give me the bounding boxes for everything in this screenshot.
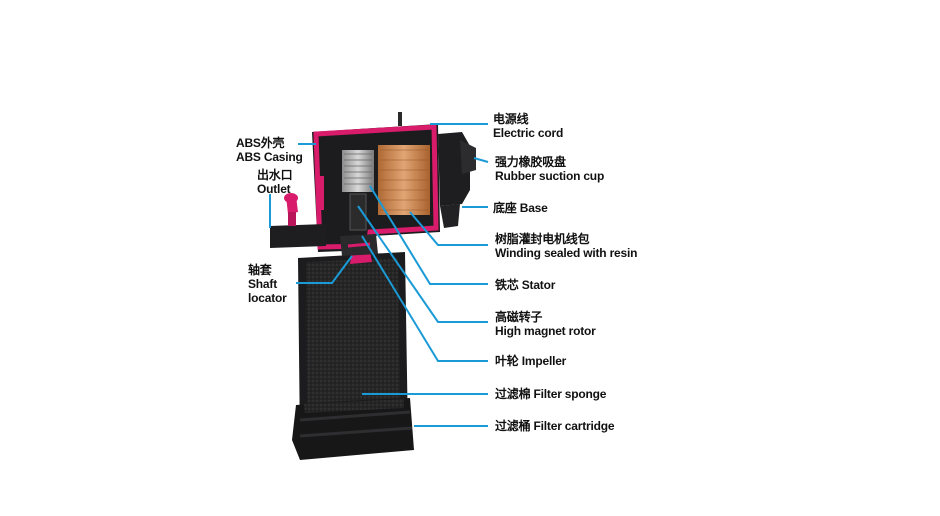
label-impeller: 叶轮 Impeller (495, 354, 566, 368)
label-filter-cartridge: 过滤桶 Filter cartridge (495, 419, 615, 433)
label-stator-text: 铁芯 Stator (495, 278, 556, 292)
label-abs-casing-en: ABS Casing (236, 150, 303, 164)
label-rotor-en: High magnet rotor (495, 324, 596, 338)
label-rotor-zh: 高磁转子 (495, 310, 543, 324)
leader-stator (369, 185, 488, 285)
filter-sponge (306, 258, 400, 403)
label-winding: 树脂灌封电机线包 Winding sealed with resin (495, 232, 637, 260)
leader-shaft-locator (296, 255, 353, 284)
label-electric-cord-zh: 电源线 (493, 112, 529, 126)
label-abs-casing-zh: ABS外壳 (236, 136, 285, 150)
label-shaft-locator: 轴套 Shaft locator (248, 263, 287, 305)
label-winding-en: Winding sealed with resin (495, 246, 638, 260)
label-filter-sponge-text: 过滤棉 Filter sponge (495, 387, 607, 401)
motor-winding (378, 145, 430, 215)
label-outlet-zh: 出水口 (257, 168, 293, 182)
label-winding-zh: 树脂灌封电机线包 (495, 232, 590, 246)
leader-rotor (357, 205, 488, 323)
label-shaft-locator-en2: locator (248, 291, 287, 305)
rotor (349, 193, 367, 231)
leader-suction-cup (473, 157, 489, 163)
leader-lines (269, 123, 489, 427)
leader-impeller (361, 235, 488, 362)
label-filter-sponge: 过滤棉 Filter sponge (495, 387, 606, 401)
label-rotor: 高磁转子 High magnet rotor (495, 310, 596, 338)
filter-cartridge-body (292, 250, 414, 460)
label-electric-cord: 电源线 Electric cord (493, 112, 563, 140)
leader-winding (409, 211, 488, 246)
label-suction-cup-en: Rubber suction cup (495, 169, 605, 183)
label-base: 底座 Base (493, 201, 548, 215)
label-electric-cord-en: Electric cord (493, 126, 564, 140)
label-outlet-en: Outlet (257, 182, 291, 196)
stator (342, 150, 374, 192)
label-shaft-locator-en1: Shaft (248, 277, 278, 291)
label-stator: 铁芯 Stator (495, 278, 555, 292)
label-impeller-text: 叶轮 Impeller (495, 354, 567, 368)
label-shaft-locator-zh: 轴套 (248, 263, 272, 277)
label-suction-cup-zh: 强力橡胶吸盘 (495, 155, 566, 169)
suction-cup (438, 132, 476, 228)
outlet-nozzle (270, 193, 326, 248)
label-abs-casing: ABS外壳 ABS Casing (236, 136, 303, 164)
label-base-text: 底座 Base (493, 201, 548, 215)
label-outlet: 出水口 Outlet (257, 168, 293, 196)
label-filter-cartridge-text: 过滤桶 Filter cartridge (495, 419, 615, 433)
label-suction-cup: 强力橡胶吸盘 Rubber suction cup (495, 155, 604, 183)
